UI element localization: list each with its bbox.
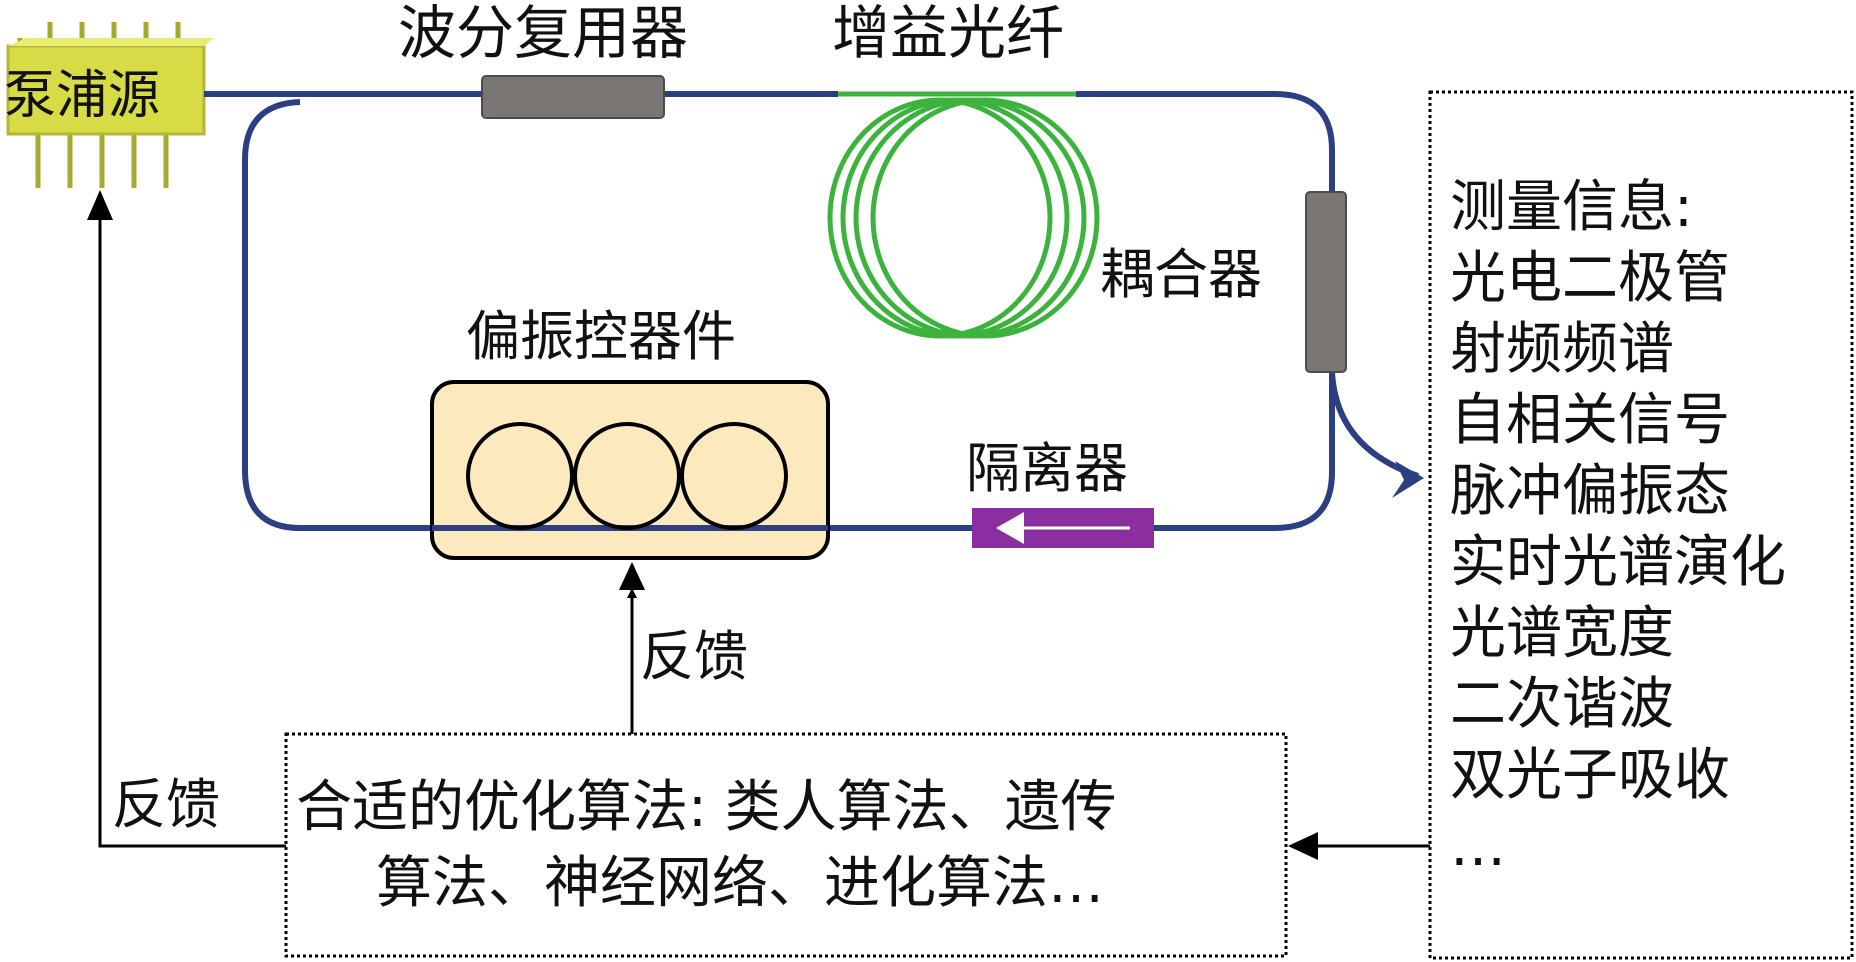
wdm-label: 波分复用器 — [398, 0, 689, 67]
polarization-controller — [430, 380, 830, 560]
wdm-device — [481, 75, 665, 119]
isolator-label: 隔离器 — [966, 437, 1128, 500]
measurement-item: 脉冲偏振态 — [1450, 459, 1730, 524]
measurement-item: 自相关信号 — [1450, 388, 1730, 453]
pump-source — [6, 22, 214, 188]
measurement-item: … — [1450, 814, 1506, 879]
measurement-item: 二次谐波 — [1450, 672, 1674, 737]
coupler-label: 耦合器 — [1100, 243, 1262, 306]
polarization-controller-label: 偏振控器件 — [466, 305, 736, 368]
measurement-item: 实时光谱演化 — [1450, 530, 1786, 595]
feedback-arrows — [95, 198, 1430, 851]
measurement-arrowhead — [1288, 832, 1318, 860]
measurement-item: 光谱宽度 — [1450, 601, 1674, 666]
pump-label: 泵浦源 — [4, 66, 161, 126]
algorithm-line: 算法、神经网络、进化算法… — [376, 851, 1104, 916]
algorithm-line: 合适的优化算法: 类人算法、遗传 — [296, 775, 1117, 840]
measurement-item: 光电二极管 — [1450, 246, 1730, 311]
output-arrowhead — [1392, 461, 1424, 498]
feedback-mid-label: 反馈 — [640, 625, 748, 688]
algorithm-text: 合适的优化算法: 类人算法、遗传 算法、神经网络、进化算法… — [296, 770, 1117, 922]
gain-fiber — [827, 91, 1100, 339]
feedback-arrowhead-left — [87, 190, 113, 220]
gain-fiber-label: 增益光纤 — [832, 0, 1065, 67]
measurement-item: 双光子吸收 — [1450, 743, 1730, 808]
measurement-list: 测量信息: 光电二极管 射频频谱 自相关信号 脉冲偏振态 实时光谱演化 光谱宽度… — [1450, 172, 1786, 882]
feedback-arrowhead-mid — [619, 562, 645, 590]
isolator-device — [972, 508, 1154, 548]
measurement-item: 测量信息: — [1450, 175, 1693, 240]
algorithm-box — [284, 732, 1288, 958]
feedback-left-label: 反馈 — [112, 773, 220, 836]
measurement-item: 射频频谱 — [1450, 317, 1674, 382]
coupler-device — [1305, 191, 1347, 373]
measurement-box — [1428, 90, 1854, 960]
